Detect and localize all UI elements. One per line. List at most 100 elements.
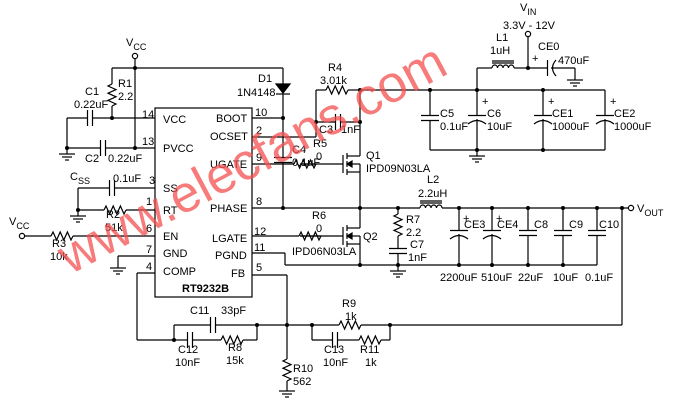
r6-ref: R6 [312, 210, 326, 222]
ce1-capacitor [533, 119, 553, 125]
ce3-capacitor [449, 234, 469, 240]
c1-ref: C1 [85, 86, 99, 98]
r11-value: 1k [365, 357, 377, 369]
polarity-plus-icon: + [496, 213, 502, 225]
pin-name-pgnd: PGND [215, 250, 247, 262]
pin-number-ss: 3 [149, 175, 155, 187]
css-value: 0.1uF [113, 173, 141, 185]
c8-value: 22uF [518, 272, 543, 284]
junction-dot [133, 66, 137, 70]
ce0-value: 470uF [558, 55, 589, 67]
vcc-en-label-main: V [9, 216, 17, 228]
r11-ref: R11 [360, 344, 379, 356]
ce3-value: 2200uF [440, 272, 478, 284]
pin-name-comp: COMP [163, 266, 196, 278]
r9-resistor [338, 319, 362, 331]
ce0-ref: CE0 [538, 41, 559, 53]
pin-number-ugate: 9 [256, 152, 262, 164]
l1-inductor [491, 64, 515, 69]
vcc-en-label-sub: CC [16, 221, 29, 231]
c9-ref: C9 [569, 219, 583, 231]
pin-number-comp: 4 [146, 261, 152, 273]
ce0-capacitor [551, 59, 557, 77]
vin-terminal [524, 30, 532, 38]
pin-number-rt: 1 [146, 196, 152, 208]
r10-resistor [281, 358, 293, 382]
wires [25, 37, 628, 391]
pin-number-boot: 10 [255, 107, 267, 119]
polarity-plus-icon: + [548, 96, 554, 108]
pin-name-ugate: UGATE [210, 159, 247, 171]
pin-name-ocset: OCSET [210, 131, 248, 143]
l2-ref: L2 [427, 174, 439, 186]
c2-value: 0.22uF [108, 153, 143, 165]
r1-ref: R1 [118, 78, 132, 90]
r3-value: 10k [50, 251, 68, 263]
r9-value: 1k [345, 311, 357, 323]
c13-value: 10nF [323, 357, 348, 369]
ce4-value: 510uF [481, 272, 512, 284]
vin-label-sub: IN [527, 7, 536, 17]
junction-dot [133, 146, 137, 150]
pin-name-en: EN [163, 231, 178, 243]
l1-ref: L1 [496, 32, 508, 44]
junction-dot [620, 206, 624, 210]
pin-name-ss: SS [163, 183, 178, 195]
vout-label: VOUT [637, 203, 664, 218]
d1-diode-icon [274, 83, 292, 94]
css-ref-sub: SS [78, 176, 90, 186]
c6-value: 10uF [487, 121, 512, 133]
r1-value: 2.2 [118, 91, 133, 103]
c11-ref: C11 [190, 305, 209, 317]
q2-value: IPD06N03LA [292, 246, 357, 258]
r3-resistor [50, 230, 74, 242]
c5-value: 0.1uF [440, 121, 468, 133]
r5-value: 0 [316, 151, 322, 163]
vcc-terminal [131, 52, 139, 60]
r3-ref: R3 [52, 238, 66, 250]
ce2-capacitor [595, 119, 615, 125]
c4-value: 0.1uF [292, 157, 320, 169]
polarity-plus-icon: + [463, 213, 469, 225]
c10-value: 0.1uF [585, 272, 613, 284]
vin-label-main: V [520, 2, 528, 14]
l2-value: 2.2uH [418, 188, 447, 200]
vout-label-sub: OUT [644, 208, 664, 218]
ce1-ref: CE1 [552, 108, 573, 120]
ce2-value: 1000uF [614, 121, 652, 133]
r7-value: 2.2 [406, 227, 421, 239]
vcc-en-terminal [18, 232, 26, 240]
vcc-en-label: VCC [9, 216, 30, 231]
pin-number-pvcc: 13 [142, 136, 154, 148]
r8-ref: R8 [228, 342, 242, 354]
ce2-ref: CE2 [614, 108, 635, 120]
c6-capacitor [467, 119, 487, 125]
r2-value: 51k [105, 222, 123, 234]
l2-inductor [419, 204, 443, 209]
polarity-plus-icon: + [532, 53, 538, 65]
c11-value: 33pF [221, 305, 246, 317]
q2-mosfet-arrow [345, 231, 353, 241]
r7-resistor [392, 213, 404, 237]
pin-number-fb: 5 [256, 262, 262, 274]
pin-name-lgate: LGATE [212, 233, 247, 245]
polarity-plus-icon: + [482, 96, 488, 108]
r8-resistor [220, 334, 244, 346]
r10-value: 562 [293, 376, 311, 388]
ce3-ref: CE3 [464, 219, 485, 231]
pin-number-phase: 8 [256, 196, 262, 208]
c10-ref: C10 [599, 219, 619, 231]
polarity-plus-icon: + [610, 96, 616, 108]
pin-name-fb: FB [231, 268, 245, 280]
d1-ref: D1 [258, 73, 272, 85]
r8-value: 15k [226, 355, 244, 367]
pin-name-vcc: VCC [163, 114, 186, 126]
ce4-capacitor [482, 234, 502, 240]
d1-value: 1N4148 [237, 87, 276, 99]
q1-mosfet-arrow [345, 159, 353, 169]
c6-ref: C6 [487, 108, 501, 120]
junction-dot [255, 323, 259, 327]
pin-name-gnd: GND [163, 248, 188, 260]
